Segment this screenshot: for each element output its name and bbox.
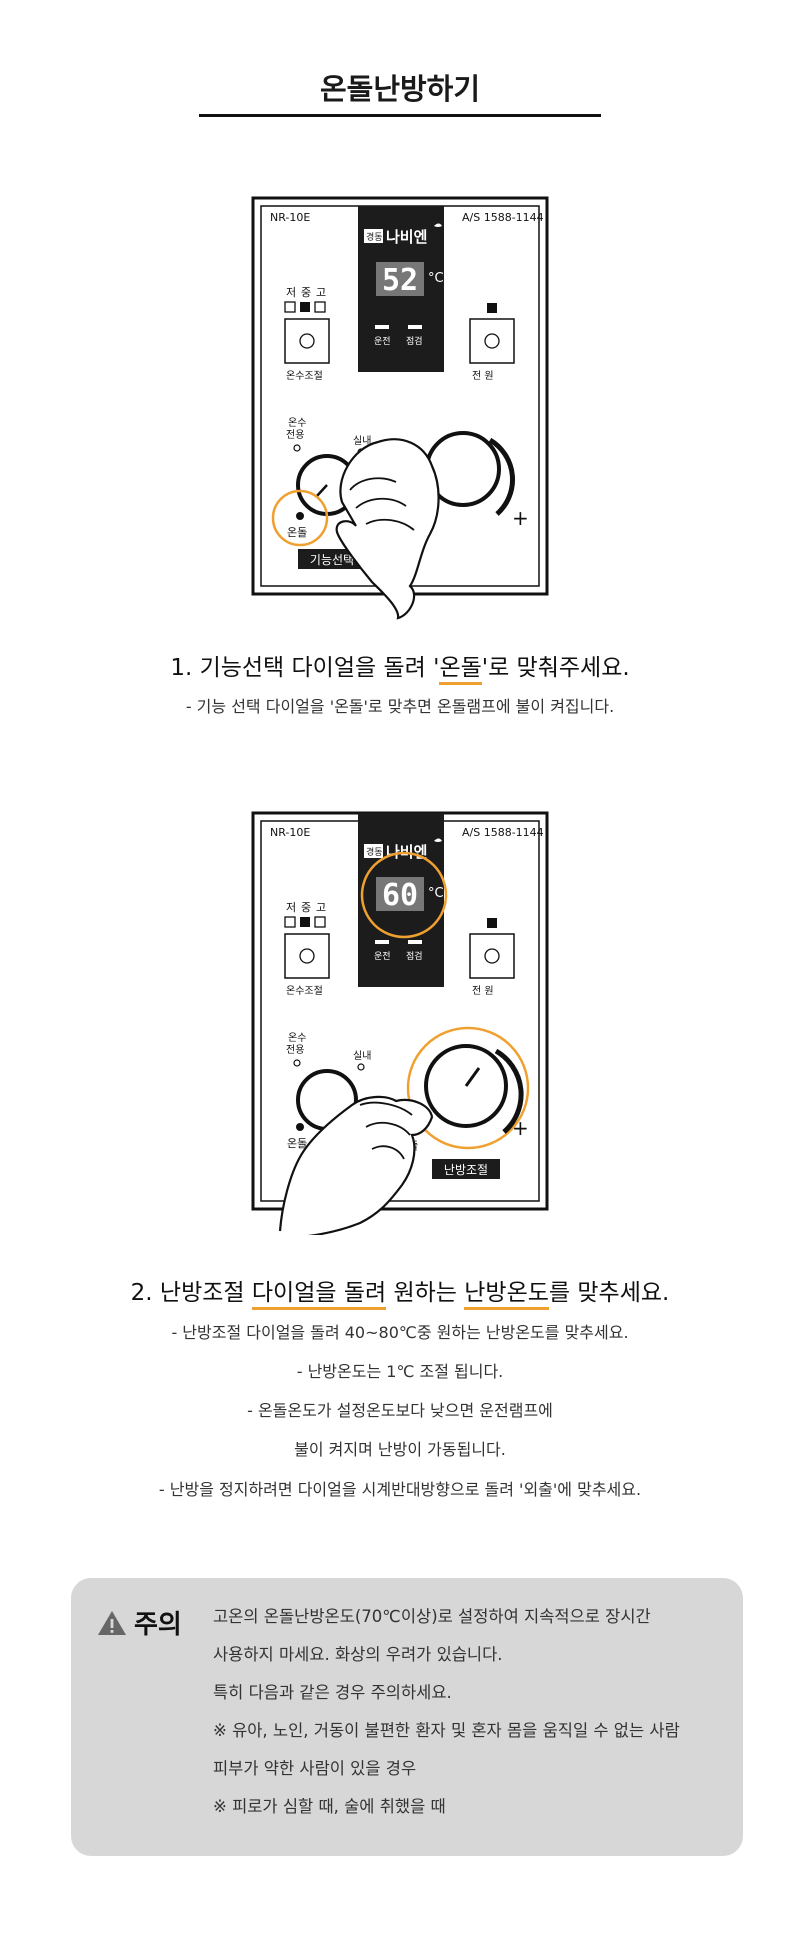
temp-display <box>376 877 424 911</box>
caution-header: 주의 <box>97 1604 182 1641</box>
as-phone-label: A/S 1588-1144 <box>462 211 544 224</box>
svg-text:실내: 실내 <box>353 435 371 447</box>
step1-heading: 1. 기능선택 다이얼을 돌려 '온돌'로 맞춰주세요. <box>0 648 800 685</box>
svg-text:점검: 점검 <box>406 335 423 347</box>
step2-heading: 2. 난방조절 다이얼을 돌려 원하는 난방온도를 맞추세요. <box>0 1273 800 1310</box>
power-indicator <box>487 303 497 313</box>
caution-text: 고온의 온돌난방온도(70℃이상)로 설정하여 지속적으로 장시간 사용하지 마… <box>213 1602 680 1830</box>
title-underline <box>199 114 601 117</box>
step2-heading-highlight-1: 다이얼을 돌려 <box>251 1280 387 1310</box>
level-indicator-high <box>314 301 326 313</box>
step1-heading-highlight: 온돌 <box>439 655 482 685</box>
page-title: 온돌난방하기 <box>319 72 481 106</box>
svg-text:온수조절: 온수조절 <box>286 369 323 382</box>
caution-line: 특히 다음과 같은 경우 주의하세요. <box>213 1683 452 1702</box>
step2-controller-illustration: NR-10E A/S 1588-1144 경동 나비엔 60 °C 운전 점검 … <box>0 805 800 1235</box>
temp-readout: 52 <box>382 263 418 298</box>
caution-line: ※ 유아, 노인, 거동이 불편한 환자 및 혼자 몸을 움직일 수 없는 사람 <box>213 1721 680 1740</box>
temp-display <box>376 262 424 296</box>
svg-text:+: + <box>512 506 529 530</box>
run-lamp <box>375 325 389 329</box>
svg-text:온수: 온수 <box>288 417 306 429</box>
heating-control-label: 난방조절 <box>444 1163 488 1177</box>
svg-text:전용: 전용 <box>286 429 304 441</box>
butterfly-icon <box>434 223 442 227</box>
svg-text:온돌: 온돌 <box>287 1137 307 1150</box>
ondol-lamp <box>296 512 304 520</box>
svg-text:°C: °C <box>428 886 444 901</box>
svg-text:고: 고 <box>316 286 326 299</box>
power-button[interactable] <box>469 933 515 979</box>
svg-text:중: 중 <box>301 286 311 299</box>
caution-box: 주의 고온의 온돌난방온도(70℃이상)로 설정하여 지속적으로 장시간 사용하… <box>71 1578 743 1856</box>
svg-text:온수: 온수 <box>288 1032 306 1044</box>
temp-unit: °C <box>428 271 444 286</box>
svg-text:NR-10E: NR-10E <box>270 826 310 839</box>
controller-panel-2: NR-10E A/S 1588-1144 경동 나비엔 60 °C 운전 점검 … <box>251 811 549 1235</box>
step2-note: - 난방조절 다이얼을 돌려 40~80℃중 원하는 난방온도를 맞추세요. <box>171 1323 629 1342</box>
svg-text:전 원: 전 원 <box>472 370 494 382</box>
level-indicator-low <box>284 301 296 313</box>
step2-note: - 난방온도는 1℃ 조절 됩니다. <box>296 1362 504 1381</box>
power-button[interactable] <box>469 318 515 364</box>
model-label: NR-10E <box>270 211 310 224</box>
level-indicator-mid <box>300 302 310 312</box>
temp-control-button[interactable] <box>284 318 330 364</box>
svg-text:온수조절: 온수조절 <box>286 984 323 997</box>
caution-line: 고온의 온돌난방온도(70℃이상)로 설정하여 지속적으로 장시간 <box>213 1607 651 1626</box>
step2-heading-highlight-2: 난방온도 <box>464 1280 549 1310</box>
svg-text:운전: 운전 <box>374 951 391 962</box>
svg-text:전 원: 전 원 <box>472 985 494 997</box>
brand-badge <box>364 229 383 243</box>
hand-icon <box>335 438 440 620</box>
caution-line: 피부가 약한 사람이 있을 경우 <box>213 1759 417 1778</box>
svg-text:운전: 운전 <box>374 336 391 347</box>
heating-dial-highlight-ring <box>406 1026 530 1150</box>
step2-note: - 온돌온도가 설정온도보다 낮으면 운전램프에 <box>247 1401 553 1420</box>
svg-text:+: + <box>512 1116 529 1140</box>
controller-panel-1: NR-10E A/S 1588-1144 경동 나비엔 52 °C 운전 점검 … <box>251 196 549 620</box>
step1-controller-illustration: NR-10E A/S 1588-1144 경동 나비엔 52 °C 운전 점검 … <box>0 190 800 620</box>
brand-name: 나비엔 <box>386 228 427 246</box>
check-lamp <box>408 325 422 329</box>
hand-icon <box>278 1095 434 1235</box>
svg-text:온돌: 온돌 <box>287 526 307 539</box>
butterfly-icon <box>434 838 442 842</box>
svg-text:저: 저 <box>286 286 296 299</box>
step2-note: - 난방을 정지하려면 다이얼을 시계반대방향으로 돌려 '외출'에 맞추세요. <box>158 1480 642 1499</box>
warning-triangle-icon <box>98 1610 126 1635</box>
caution-line: 사용하지 마세요. 화상의 우려가 있습니다. <box>213 1645 503 1664</box>
svg-text:저: 저 <box>286 901 296 914</box>
ondol-highlight-ring <box>271 489 329 547</box>
svg-text:A/S 1588-1144: A/S 1588-1144 <box>462 826 544 839</box>
svg-text:고: 고 <box>316 901 326 914</box>
caution-line: ※ 피로가 심할 때, 술에 취했을 때 <box>213 1797 446 1816</box>
step2-note: 불이 켜지며 난방이 가동됩니다. <box>294 1440 506 1459</box>
svg-text:점검: 점검 <box>406 950 423 962</box>
svg-text:실내: 실내 <box>353 1050 371 1062</box>
function-select-label: 기능선택 <box>310 553 354 567</box>
heating-control-label-box <box>432 1159 500 1179</box>
svg-text:경동: 경동 <box>366 231 383 243</box>
temp-control-button[interactable] <box>284 933 330 979</box>
temp-readout: 60 <box>382 878 418 913</box>
svg-text:중: 중 <box>301 901 311 914</box>
svg-text:경동: 경동 <box>366 846 383 858</box>
svg-text:전용: 전용 <box>286 1044 304 1056</box>
display-highlight-ring <box>360 851 448 939</box>
caution-title: 주의 <box>134 1610 182 1640</box>
step1-note: - 기능 선택 다이얼을 '온돌'로 맞추면 온돌램프에 불이 켜집니다. <box>185 697 615 716</box>
